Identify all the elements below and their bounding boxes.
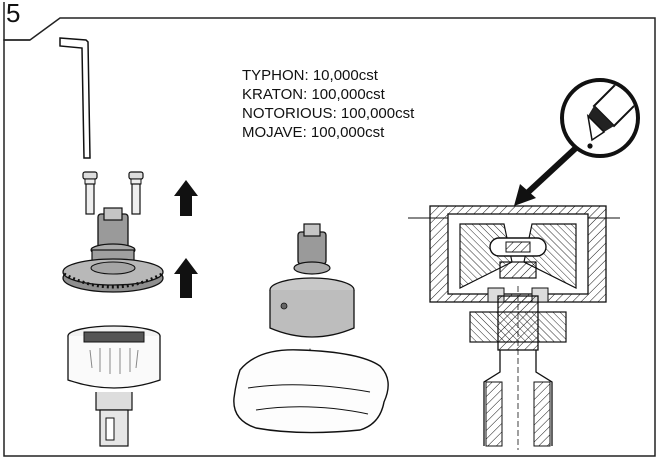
cloth-rag [233, 349, 389, 434]
differential-gear [62, 207, 164, 293]
oil-spec-list: TYPHON: 10,000cst KRATON: 100,000cst NOT… [242, 66, 414, 142]
pointer-arrow-icon [521, 143, 581, 199]
diff-case [67, 325, 161, 447]
sealed-diff [269, 223, 355, 338]
up-arrow-icon [174, 258, 198, 298]
up-arrow-icon [174, 180, 198, 216]
screw-left [82, 171, 98, 215]
screw-right [128, 171, 144, 215]
step-number: 5 [6, 0, 21, 28]
pointer-arrow-head [514, 184, 536, 206]
cross-section [408, 205, 620, 450]
step-tab [3, 2, 30, 41]
oil-drop-icon [560, 78, 640, 158]
hex-key-icon [59, 37, 91, 159]
oil-spec-kraton: KRATON: 100,000cst [242, 86, 385, 103]
oil-spec-notorious: NOTORIOUS: 100,000cst [242, 105, 415, 122]
oil-spec-typhon: TYPHON: 10,000cst [242, 67, 378, 84]
oil-spec-mojave: MOJAVE: 100,000cst [242, 124, 385, 141]
